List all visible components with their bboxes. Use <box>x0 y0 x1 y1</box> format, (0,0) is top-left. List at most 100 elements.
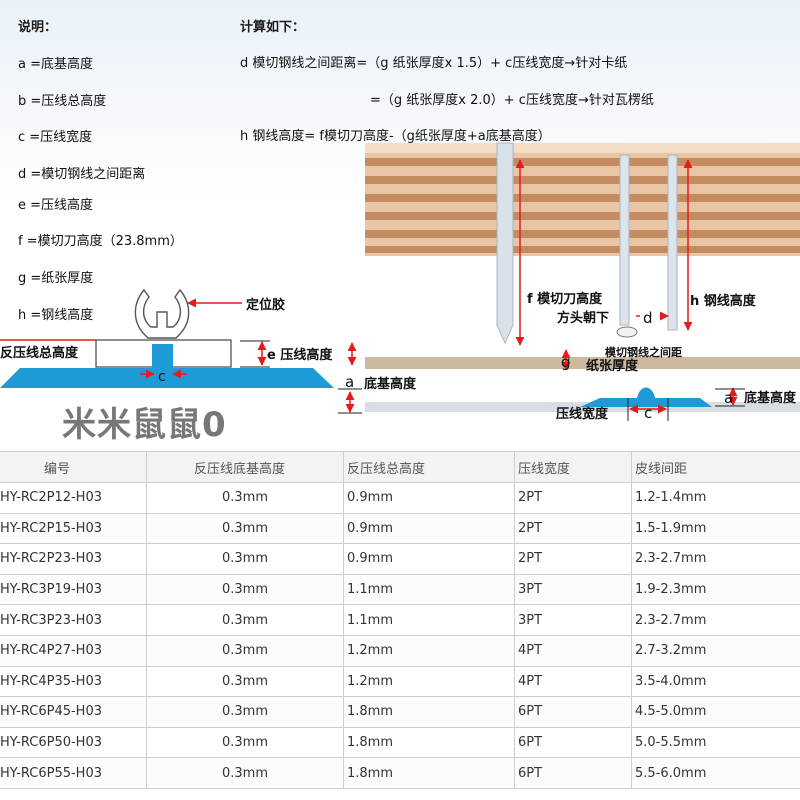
table-cell: 6PT <box>514 696 632 728</box>
table-cell: 2PT <box>514 543 632 575</box>
table-cell: 1.1mm <box>343 604 515 636</box>
table-cell: 0.3mm <box>146 634 344 667</box>
table-cell: 1.1mm <box>343 573 515 606</box>
legend-title: 说明： <box>18 20 58 35</box>
legend-item-b: b =压线总高度 <box>18 94 107 109</box>
table-cell: 1.2-1.4mm <box>631 482 800 514</box>
table-cell: 0.3mm <box>146 482 344 514</box>
header-crease-width: 压线宽度 <box>514 451 632 483</box>
watermark: 米米鼠鼠0 <box>62 405 227 440</box>
legend-item-h: h =钢线高度 <box>18 308 94 323</box>
table-cell: 3PT <box>514 604 632 636</box>
table-cell: 6PT <box>514 757 632 789</box>
spec-table: 编号 反压线底基高度 反压线总高度 压线宽度 皮线间距 HY-RC2P12-H0… <box>0 451 800 789</box>
table-cell: HY-RC2P15-H03 <box>0 512 147 545</box>
table-cell: HY-RC6P45-H03 <box>0 696 147 728</box>
die-board <box>365 143 800 256</box>
right-guide-lines <box>627 388 745 421</box>
label-d: d <box>643 309 653 327</box>
table-cell: 1.8mm <box>343 757 515 789</box>
label-square-head: 方头朝下 <box>557 310 609 326</box>
steel-rules <box>619 154 678 331</box>
header-base-height: 反压线底基高度 <box>146 451 344 483</box>
table-cell: 1.8mm <box>343 696 515 728</box>
table-cell: 4PT <box>514 665 632 698</box>
table-cell: 0.3mm <box>146 757 344 789</box>
legend-item-f: f =模切刀高度（23.8mm） <box>18 234 183 249</box>
table-cell: 0.3mm <box>146 543 344 575</box>
diagram-section: 定位胶 反压线总高度 e 压线高度 c a 底基高度 f 模切刀高度 h 钢线高… <box>0 0 800 440</box>
paper-layer <box>365 357 800 369</box>
locating-glue-clip <box>134 288 190 339</box>
formula-d-corrugated: =（g 纸张厚度x 2.0）+ c压线宽度→针对瓦楞纸 <box>370 93 654 108</box>
table-cell: 1.8mm <box>343 726 515 759</box>
right-crease-matrix <box>580 387 712 407</box>
legend-item-e: e =压线高度 <box>18 198 94 213</box>
table-cell: HY-RC3P23-H03 <box>0 604 147 636</box>
table-cell: 3PT <box>514 573 632 606</box>
table-cell: 0.9mm <box>343 512 515 545</box>
formula-title: 计算如下： <box>240 20 306 35</box>
table-cell: 0.3mm <box>146 604 344 636</box>
table-header-row: 编号 反压线底基高度 反压线总高度 压线宽度 皮线间距 <box>0 451 800 483</box>
table-cell: 0.9mm <box>343 543 515 575</box>
table-cell: HY-RC4P35-H03 <box>0 665 147 698</box>
table-cell: HY-RC3P19-H03 <box>0 573 147 606</box>
left-dimension-arrows <box>0 298 357 413</box>
label-e-height: e 压线高度 <box>267 347 333 363</box>
label-f: f 模切刀高度 <box>527 291 603 307</box>
left-crease-matrix <box>0 350 334 388</box>
table-cell: 0.9mm <box>343 482 515 514</box>
crease-diagram: 定位胶 反压线总高度 e 压线高度 c a 底基高度 f 模切刀高度 h 钢线高… <box>0 142 800 422</box>
rule-square-head <box>616 326 638 338</box>
legend-item-a: a =底基高度 <box>18 57 93 72</box>
formula-h: h 钢线高度= f模切刀高度-（g纸张厚度+a底基高度） <box>240 129 551 144</box>
label-c-right: c <box>644 404 652 422</box>
cutting-knife <box>496 142 514 345</box>
table-cell: 6PT <box>514 726 632 759</box>
label-a-left: a <box>345 373 354 391</box>
table-cell: 1.2mm <box>343 634 515 667</box>
table-cell: 1.5-1.9mm <box>631 512 800 545</box>
formula-d-cardboard: d 模切钢线之间距离=（g 纸张厚度x 1.5）+ c压线宽度→针对卡纸 <box>240 56 628 71</box>
table-cell: HY-RC6P50-H03 <box>0 726 147 759</box>
table-cell: 1.9-2.3mm <box>631 573 800 606</box>
table-cell: HY-RC4P27-H03 <box>0 634 147 667</box>
label-g: g <box>561 353 571 371</box>
table-cell: 4.5-5.0mm <box>631 696 800 728</box>
table-cell: 5.0-5.5mm <box>631 726 800 759</box>
table-cell: HY-RC2P23-H03 <box>0 543 147 575</box>
label-h: h 钢线高度 <box>690 293 757 309</box>
label-base-height-right: 底基高度 <box>744 390 797 406</box>
legend-item-c: c =压线宽度 <box>18 130 93 145</box>
table-cell: 2PT <box>514 482 632 514</box>
table-cell: HY-RC6P55-H03 <box>0 757 147 789</box>
legend-item-g: g =纸张厚度 <box>18 271 94 286</box>
label-base-height-left: 底基高度 <box>364 376 417 392</box>
header-total-height: 反压线总高度 <box>343 451 515 483</box>
table-cell: 0.3mm <box>146 573 344 606</box>
legend-item-d: d =模切钢线之间距离 <box>18 167 146 182</box>
header-line-spacing: 皮线间距 <box>631 451 800 483</box>
table-cell: 2.3-2.7mm <box>631 543 800 575</box>
table-cell: 0.3mm <box>146 665 344 698</box>
label-crease-width: 压线宽度 <box>556 406 609 422</box>
table-cell: 3.5-4.0mm <box>631 665 800 698</box>
table-cell: 0.3mm <box>146 512 344 545</box>
label-paper-thickness: 纸张厚度 <box>586 358 639 374</box>
table-cell: 0.3mm <box>146 726 344 759</box>
spec-table-wrap: 编号 反压线底基高度 反压线总高度 压线宽度 皮线间距 HY-RC2P12-H0… <box>0 451 800 789</box>
label-a-right: a <box>724 389 733 407</box>
label-total-height: 反压线总高度 <box>0 345 79 361</box>
table-cell: 0.3mm <box>146 696 344 728</box>
